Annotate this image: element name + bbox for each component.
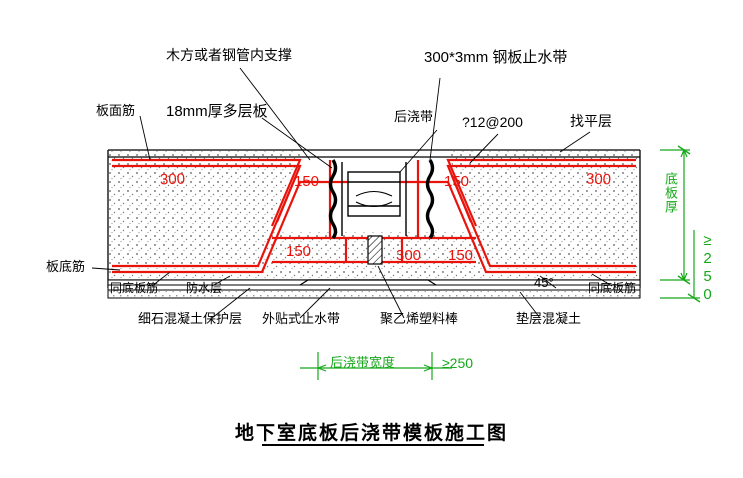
dim-150-upper-left: 150 xyxy=(294,173,320,190)
dim-300-right: 300 xyxy=(585,170,612,189)
callout-plywood-18mm: 18mm厚多层板 xyxy=(166,103,268,120)
callout-external-waterstop: 外贴式止水带 xyxy=(262,311,341,326)
callout-polyethylene-rod: 聚乙烯塑料棒 xyxy=(380,311,459,326)
dim-300-lower-center: 300 xyxy=(396,247,422,264)
callout-post-cast-strip: 后浇带 xyxy=(394,109,434,124)
width-min-250-vertical: ≥250 xyxy=(699,232,716,304)
leader-lines xyxy=(91,67,613,319)
post-cast-strip-formwork xyxy=(328,159,435,240)
callout-slab-bottom-rebar: 板底筋 xyxy=(46,259,86,274)
callout-leveling-layer: 找平层 xyxy=(570,113,612,129)
callout-cushion-concrete: 垫层混凝土 xyxy=(516,311,582,326)
dim-150-upper-right: 150 xyxy=(444,173,470,190)
dim-300-left: 300 xyxy=(159,170,186,189)
title-underline xyxy=(262,444,484,446)
polyethylene-rod-shape xyxy=(367,235,383,265)
figure-title: 地下室底板后浇带模板施工图 xyxy=(234,423,508,444)
callout-waterproof-layer: 防水层 xyxy=(186,281,223,295)
callout-fine-aggregate-protection: 细石混凝土保护层 xyxy=(138,311,243,326)
dim-150-lower-right: 150 xyxy=(448,247,474,264)
slab-thickness-label: 底板厚 xyxy=(663,172,678,214)
dim-150-lower-left: 150 xyxy=(286,243,312,260)
rebar-lines-red xyxy=(112,158,636,274)
external-waterstop-shape xyxy=(299,279,437,286)
callout-same-bottom-rebar-left: 同底板筋 xyxy=(110,281,159,295)
callout-slab-top-rebar: 板面筋 xyxy=(96,103,136,118)
callout-angle-45: 45° xyxy=(534,275,554,290)
post-cast-strip-width-label: 后浇带宽度 xyxy=(330,355,396,370)
post-cast-strip-width-value: ≥250 xyxy=(442,355,474,371)
dimension-ticks xyxy=(677,145,701,303)
callout-timber-or-steel-support: 木方或者钢管内支撑 xyxy=(166,47,292,63)
slab-body xyxy=(108,150,640,280)
callout-rebar-spec: ?12@200 xyxy=(462,114,523,130)
callout-waterstop-plate: 300*3mm 钢板止水带 xyxy=(424,49,568,66)
callout-same-bottom-rebar-right: 同底板筋 xyxy=(588,281,637,295)
